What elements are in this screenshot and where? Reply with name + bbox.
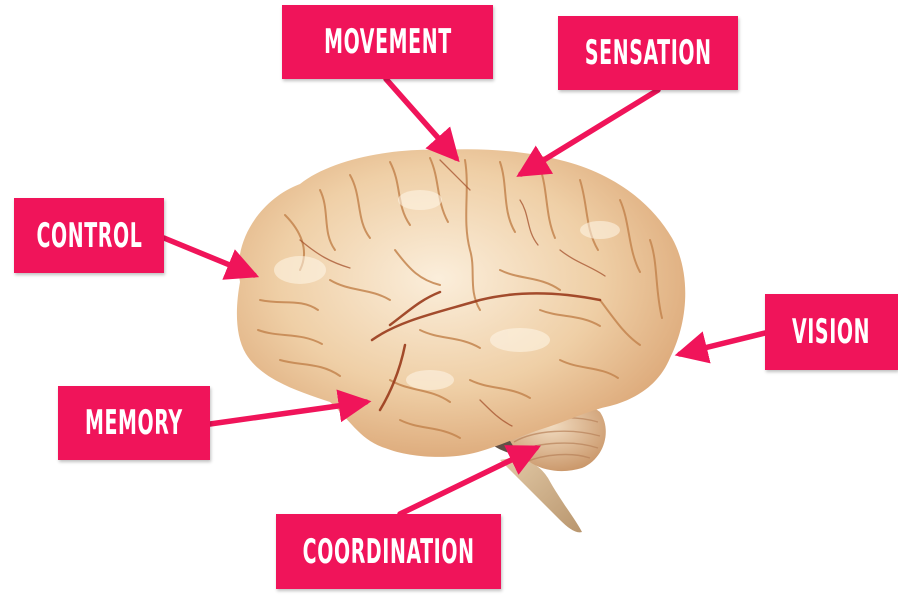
label-memory-text: MEMORY (85, 406, 183, 440)
label-sensation: SENSATION (558, 16, 738, 90)
label-movement: MOVEMENT (282, 5, 493, 79)
arrow-sensation (521, 90, 658, 174)
arrow-coordination (400, 448, 536, 514)
label-memory: MEMORY (58, 386, 210, 460)
label-control: CONTROL (14, 198, 164, 273)
arrow-movement (386, 79, 456, 158)
label-control-text: CONTROL (36, 219, 142, 253)
label-coordination: COORDINATION (276, 514, 501, 589)
label-vision-text: VISION (792, 315, 870, 349)
label-sensation-text: SENSATION (585, 36, 712, 70)
label-vision: VISION (765, 294, 898, 370)
label-coordination-text: COORDINATION (303, 535, 475, 569)
label-movement-text: MOVEMENT (324, 25, 452, 59)
arrow-vision (680, 333, 765, 354)
